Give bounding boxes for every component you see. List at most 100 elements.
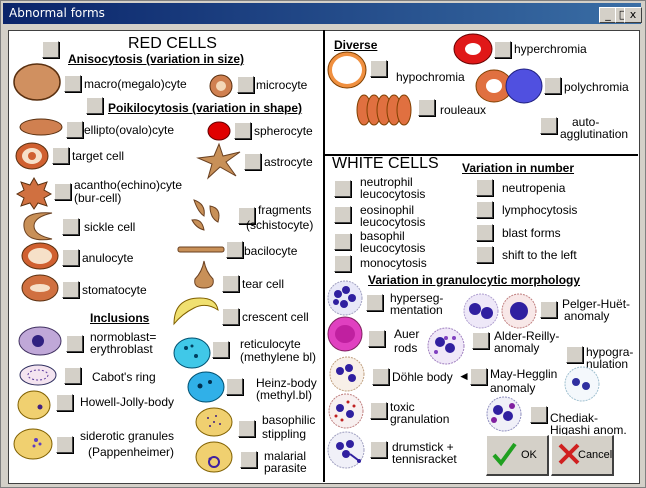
sickle-cell-label: sickle cell [84,220,136,234]
malarial-parasite-checkbox[interactable] [240,451,257,468]
malarial-parasite-sub-label: parasite [264,461,307,475]
toxic-granulation-sub-label: granulation [390,412,450,426]
hypochromia-icon [327,51,367,89]
toxic-granulation-checkbox[interactable] [370,402,387,419]
elliptocyte-icon [19,118,63,136]
toxic-granulation-label: toxic [390,400,415,414]
siderotic-granules-checkbox[interactable] [56,436,73,453]
crescent-cell-checkbox[interactable] [222,308,239,325]
variation-granulocytic-heading: Variation in granulocytic morphology [368,273,581,287]
anulocyte-icon [21,242,59,270]
hypochromia-checkbox[interactable] [370,60,387,77]
reticulocyte-checkbox[interactable] [212,341,229,358]
sickle-cell-checkbox[interactable] [62,218,79,235]
siderotic-granules-sub-label: (Pappenheimer) [88,445,175,459]
basophilic-stippling-label: basophilic [262,413,316,427]
anulocyte-checkbox[interactable] [62,249,79,266]
dohle-body-label: Döhle body [392,370,453,384]
reticulocyte-label: reticulocyte [240,337,301,351]
check-icon [492,442,517,467]
window-title: Abnormal forms [9,6,105,20]
title-bar[interactable]: Abnormal forms _ □ x [3,3,642,24]
bacilocyte-label: bacilocyte [244,244,298,258]
howell-jolly-checkbox[interactable] [56,394,73,411]
drumstick-checkbox[interactable] [370,441,387,458]
chediak-higashi-checkbox[interactable] [530,406,547,423]
shift-left-label: shift to the left [502,248,577,262]
stomatocyte-label: stomatocyte [82,283,147,297]
polychromia-checkbox[interactable] [544,77,561,94]
basophilic-stippling-sub-label: stippling [262,427,307,441]
inclusions-heading: Inclusions [90,311,150,325]
hypersegmentation-label: hyperseg- [390,291,444,305]
cancel-button[interactable]: Cancel [551,435,614,476]
tear-cell-checkbox[interactable] [222,275,239,292]
elliptocyte-checkbox[interactable] [66,121,83,138]
microcyte-checkbox[interactable] [237,76,254,93]
neutropenia-label: neutropenia [502,181,566,195]
drumstick-label: drumstick + [392,440,454,454]
malarial-parasite-label: malarial [264,449,307,463]
hypersegmentation-checkbox[interactable] [366,294,383,311]
howell-jolly-label: Howell-Jolly-body [80,395,175,409]
basophilic-stippling-checkbox[interactable] [238,420,255,437]
alder-reilly-checkbox[interactable] [472,332,489,349]
ok-button-label: OK [521,449,537,461]
rouleaux-checkbox[interactable] [418,99,435,116]
target-cell-checkbox[interactable] [52,147,69,164]
alder-reilly-label: Alder-Reilly- [494,329,560,343]
acanthocyte-checkbox[interactable] [54,183,71,200]
acanthocyte-sub-label: (bur-cell) [74,191,122,205]
rouleaux-icon [356,94,412,126]
heinz-body-checkbox[interactable] [226,378,243,395]
macrocyte-checkbox[interactable] [64,75,81,92]
chediak-higashi-icon [486,396,522,432]
normoblast-checkbox[interactable] [66,335,83,352]
monocytosis-checkbox[interactable] [334,255,351,272]
basophil-leucocytosis-label: basophil [360,229,405,243]
blast-forms-checkbox[interactable] [476,224,493,241]
shift-left-checkbox[interactable] [476,246,493,263]
basophil-leucocytosis-sub-label: leucocytosis [360,241,426,255]
auer-rods-label: Auer [394,327,420,341]
crescent-cell-label: crescent cell [242,310,309,324]
hypogranulation-icon [564,366,600,402]
siderotic-granules-icon [13,428,53,460]
astrocyte-checkbox[interactable] [244,153,261,170]
monocytosis-label: monocytosis [360,256,427,270]
cabots-ring-checkbox[interactable] [64,367,81,384]
hyperchromia-checkbox[interactable] [494,41,511,58]
lymphocytosis-checkbox[interactable] [476,201,493,218]
bacilocyte-checkbox[interactable] [226,241,243,258]
may-hegglin-checkbox[interactable] [470,368,487,385]
pelger-huet-icon [463,293,537,329]
neutrophil-leucocytosis-sub-label: leucocytosis [360,187,426,201]
reticulocyte-sub-label: (methylene bl) [240,350,317,364]
eosinophil-leucocytosis-checkbox[interactable] [334,206,351,223]
tear-cell-icon [194,260,214,289]
stomatocyte-checkbox[interactable] [62,281,79,298]
red-cells-all-checkbox[interactable] [42,41,59,58]
ok-button[interactable]: OK [486,435,549,476]
neutrophil-leucocytosis-checkbox[interactable] [334,180,351,197]
neutropenia-checkbox[interactable] [476,179,493,196]
hypogranulation-checkbox[interactable] [566,346,583,363]
poikilocytosis-checkbox[interactable] [86,97,103,114]
autoagglutination-checkbox[interactable] [540,117,557,134]
dohle-arrow-icon: ◄ [458,369,470,383]
fragments-checkbox[interactable] [238,207,255,224]
cabots-ring-icon [19,364,57,386]
alder-reilly-icon [427,327,465,365]
auer-rods-checkbox[interactable] [368,330,385,347]
pelger-huet-checkbox[interactable] [540,301,557,318]
dohle-body-checkbox[interactable] [372,368,389,385]
cabots-ring-label: Cabot's ring [92,370,156,384]
neutrophil-leucocytosis-label: neutrophil [360,175,413,189]
close-button[interactable]: x [624,7,642,23]
auer-rods-icon [327,316,363,352]
normoblast-icon [18,326,62,356]
basophil-leucocytosis-checkbox[interactable] [334,233,351,250]
astrocyte-icon [196,142,241,180]
spherocyte-checkbox[interactable] [234,122,251,139]
may-hegglin-label: May-Hegglin [490,367,558,381]
